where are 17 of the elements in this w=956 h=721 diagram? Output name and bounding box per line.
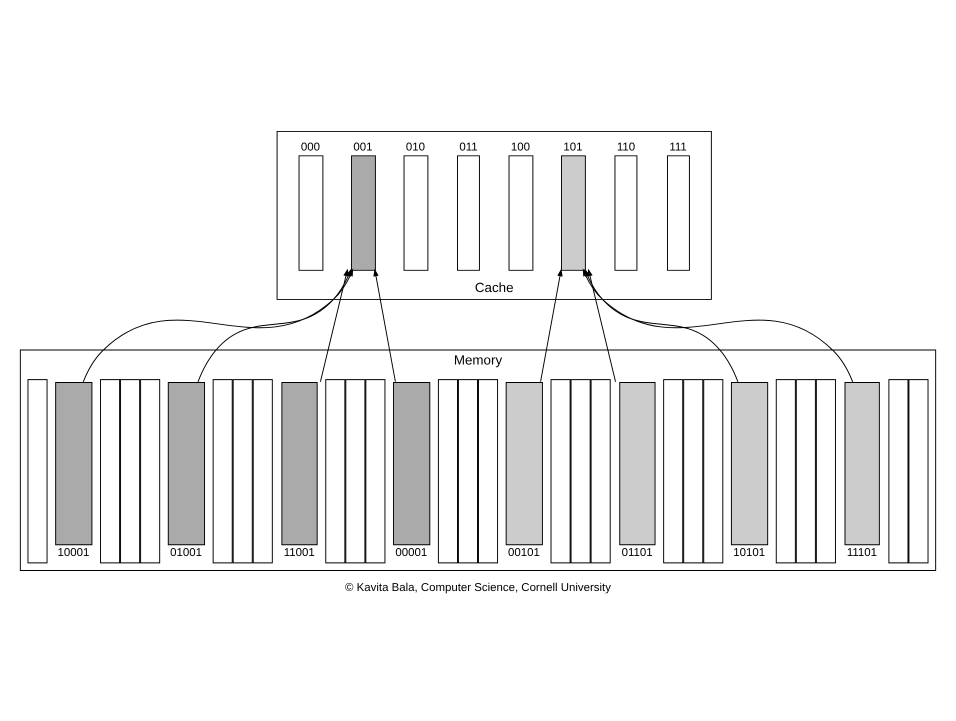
- node-label: 00001: [395, 546, 428, 558]
- node-label: 01001: [170, 546, 202, 558]
- node-label: 01101: [622, 546, 653, 558]
- caption: © Kavita Bala, Computer Science, Cornell University: [345, 582, 611, 594]
- node-label: 11001: [284, 546, 315, 558]
- node-label: 101: [563, 141, 583, 154]
- node-label: 11101: [846, 546, 878, 558]
- node-label: 111: [669, 141, 687, 154]
- node-label: 010: [406, 141, 426, 154]
- node-label: 001: [353, 141, 373, 154]
- node-label: 10101: [733, 546, 766, 558]
- node-label: 100: [510, 141, 530, 154]
- node-label: 000: [300, 141, 320, 154]
- node-label: 011: [459, 141, 478, 154]
- node-label: 10001: [58, 546, 90, 558]
- node-label: 00101: [508, 546, 540, 558]
- node-label: 110: [616, 141, 636, 154]
